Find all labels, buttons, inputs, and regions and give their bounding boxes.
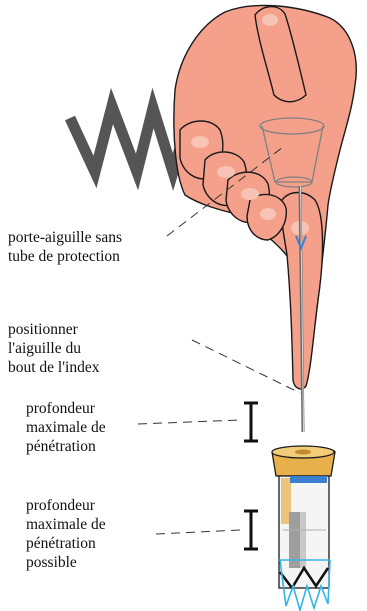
label-max-penetration: profondeur maximale de pénétration [26, 399, 106, 456]
leader-position [192, 340, 300, 393]
vial [272, 446, 335, 610]
depth-bracket-max [244, 403, 258, 441]
hand-illustration [174, 5, 356, 388]
leader-possible [156, 530, 240, 534]
vial-blue-stripe [290, 476, 327, 483]
depth-bracket-possible [244, 511, 258, 549]
label-position-needle-index: positionner l'aiguille du bout de l'inde… [8, 320, 99, 377]
leader-max [138, 420, 240, 424]
label-needle-holder-no-tube: porte-aiguille sans tube de protection [8, 228, 122, 266]
label-max-penetration-possible: profondeur maximale de pénétration possi… [26, 496, 106, 572]
